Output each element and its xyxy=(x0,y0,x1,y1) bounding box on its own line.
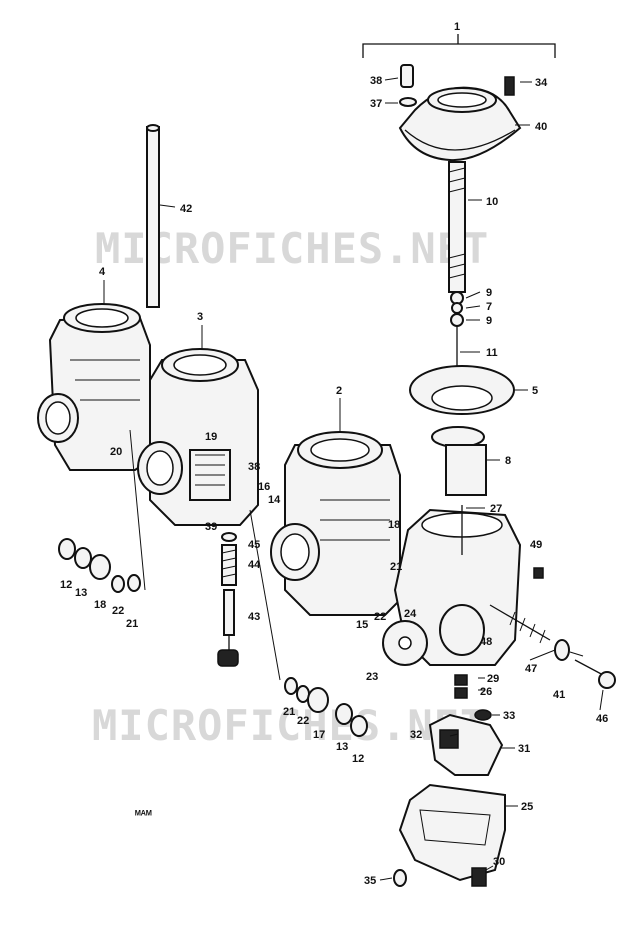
callout-21: 21 xyxy=(126,618,138,630)
callout-43: 43 xyxy=(248,611,260,623)
small-parts-9-7 xyxy=(450,291,464,327)
carburetor-4 xyxy=(37,303,151,471)
callout-22: 22 xyxy=(112,605,124,617)
callout-30: 30 xyxy=(493,856,505,868)
leader-lines xyxy=(103,77,604,881)
pin-33 xyxy=(474,709,492,721)
callout-2: 2 xyxy=(336,385,342,397)
callout-42: 42 xyxy=(180,203,192,215)
callout-27: 27 xyxy=(490,503,502,515)
callout-9b: 9 xyxy=(486,315,492,327)
callout-5: 5 xyxy=(532,385,538,397)
callout-16: 16 xyxy=(258,481,270,493)
watermark-bottom: MICROFICHES.NET xyxy=(92,701,486,750)
parts-45-44-43 xyxy=(217,532,239,667)
callout-1: 1 xyxy=(454,21,460,33)
callout-45: 45 xyxy=(248,539,260,551)
callout-11: 11 xyxy=(486,347,498,359)
pin-38 xyxy=(400,64,414,88)
callout-44: 44 xyxy=(248,559,261,571)
callout-49: 49 xyxy=(530,539,542,551)
callout-7: 7 xyxy=(486,301,492,313)
item-1-bracket xyxy=(362,34,556,58)
idle-screw-47 xyxy=(489,604,551,644)
top-cap xyxy=(398,86,522,162)
screw-46 xyxy=(574,659,616,689)
part-49 xyxy=(533,567,544,579)
callout-3: 3 xyxy=(197,311,203,323)
callout-21c: 21 xyxy=(283,706,295,718)
jets-29-26 xyxy=(454,674,468,699)
callout-21b: 21 xyxy=(390,561,402,573)
callout-22b: 22 xyxy=(374,611,386,623)
drain-35 xyxy=(393,869,407,887)
piston-8 xyxy=(431,426,487,496)
callout-18: 18 xyxy=(94,599,106,611)
seal-set-bottom xyxy=(284,677,368,737)
callout-38: 38 xyxy=(370,75,382,87)
callout-10: 10 xyxy=(486,196,498,208)
callout-46: 46 xyxy=(596,713,608,725)
callout-38b: 38 xyxy=(248,461,260,473)
callout-35: 35 xyxy=(364,875,376,887)
callout-48: 48 xyxy=(480,636,492,648)
washer-37 xyxy=(399,97,417,107)
screw-34 xyxy=(504,76,515,96)
spring-10 xyxy=(448,161,466,293)
float-bowl-25 xyxy=(398,783,506,882)
callout-26: 26 xyxy=(480,686,492,698)
callout-13: 13 xyxy=(75,587,87,599)
callout-47: 47 xyxy=(525,663,537,675)
callout-31: 31 xyxy=(518,743,530,755)
washer-41 xyxy=(554,639,570,661)
callout-4: 4 xyxy=(99,266,106,278)
callout-37: 37 xyxy=(370,98,382,110)
callout-23: 23 xyxy=(366,671,378,683)
callout-39: 39 xyxy=(205,521,217,533)
callout-40: 40 xyxy=(535,121,547,133)
callout-41: 41 xyxy=(553,689,565,701)
callout-20: 20 xyxy=(110,446,122,458)
figure-code: ᴹᴬᴹ xyxy=(135,809,152,821)
diaphragm-5 xyxy=(409,365,515,415)
watermark-top: MICROFICHES.NET xyxy=(95,224,489,273)
callout-32: 32 xyxy=(410,729,422,741)
callout-13b: 13 xyxy=(336,741,348,753)
callout-34: 34 xyxy=(535,77,548,89)
screw-30 xyxy=(471,867,487,887)
callout-12: 12 xyxy=(60,579,72,591)
carburetor-body xyxy=(382,508,522,666)
callout-24: 24 xyxy=(404,608,417,620)
callout-18b: 18 xyxy=(388,519,400,531)
callout-12b: 12 xyxy=(352,753,364,765)
carburetor-2 xyxy=(270,431,401,616)
callout-33: 33 xyxy=(503,710,515,722)
callout-8: 8 xyxy=(505,455,511,467)
callout-15: 15 xyxy=(356,619,368,631)
callout-17: 17 xyxy=(313,729,325,741)
callout-9: 9 xyxy=(486,287,492,299)
callout-14: 14 xyxy=(268,494,281,506)
float-31 xyxy=(428,713,504,776)
callout-25: 25 xyxy=(521,801,533,813)
callout-labels: 1 38 34 37 40 10 42 9 7 9 11 5 8 4 3 2 2… xyxy=(60,21,608,887)
carburetor-3 xyxy=(137,348,259,526)
rod-42 xyxy=(146,124,160,308)
callout-19: 19 xyxy=(205,431,217,443)
seal-set-left xyxy=(58,538,141,593)
callout-22c: 22 xyxy=(297,715,309,727)
callout-29: 29 xyxy=(487,673,499,685)
